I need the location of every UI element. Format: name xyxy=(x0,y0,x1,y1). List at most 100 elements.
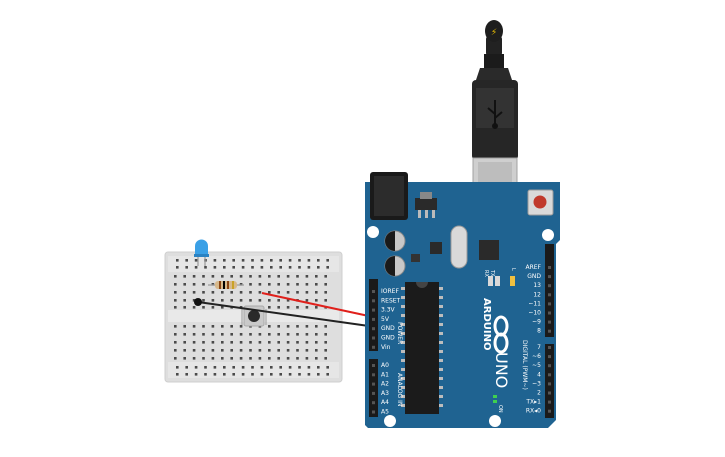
breadboard-hole[interactable] xyxy=(174,349,177,352)
breadboard-hole[interactable] xyxy=(258,275,262,278)
breadboard-hole[interactable] xyxy=(223,366,226,369)
breadboard-hole[interactable] xyxy=(176,259,179,262)
breadboard-hole[interactable] xyxy=(202,325,205,328)
breadboard-hole[interactable] xyxy=(239,357,243,360)
breadboard-hole[interactable] xyxy=(223,259,226,262)
breadboard-hole[interactable] xyxy=(221,325,224,328)
breadboard-hole[interactable] xyxy=(221,357,224,360)
breadboard-hole[interactable] xyxy=(202,333,205,336)
breadboard-hole[interactable] xyxy=(185,259,188,262)
breadboard-hole[interactable] xyxy=(183,306,186,309)
breadboard-hole[interactable] xyxy=(202,349,205,352)
header-socket[interactable] xyxy=(548,275,551,279)
header-socket[interactable] xyxy=(548,293,551,297)
power-header[interactable] xyxy=(369,279,378,351)
breadboard-hole[interactable] xyxy=(270,259,273,262)
breadboard-hole[interactable] xyxy=(307,259,311,262)
breadboard-hole[interactable] xyxy=(221,341,224,344)
led[interactable] xyxy=(194,239,209,266)
breadboard-hole[interactable] xyxy=(326,259,329,262)
breadboard-hole[interactable] xyxy=(305,357,309,360)
breadboard-hole[interactable] xyxy=(211,291,215,294)
breadboard-hole[interactable] xyxy=(192,283,196,286)
breadboard-hole[interactable] xyxy=(251,259,254,262)
breadboard-hole[interactable] xyxy=(232,373,235,376)
breadboard-hole[interactable] xyxy=(288,266,292,269)
breadboard-hole[interactable] xyxy=(268,291,271,294)
breadboard-hole[interactable] xyxy=(174,283,177,286)
breadboard-hole[interactable] xyxy=(260,259,264,262)
breadboard-hole[interactable] xyxy=(192,349,196,352)
header-socket[interactable] xyxy=(372,299,375,303)
breadboard-hole[interactable] xyxy=(176,373,179,376)
header-socket[interactable] xyxy=(548,409,551,413)
breadboard-hole[interactable] xyxy=(239,333,243,336)
header-socket[interactable] xyxy=(548,364,551,368)
breadboard-hole[interactable] xyxy=(315,325,318,328)
breadboard-hole[interactable] xyxy=(317,373,320,376)
breadboard-hole[interactable] xyxy=(202,283,205,286)
breadboard-hole[interactable] xyxy=(268,306,271,309)
breadboard-hole[interactable] xyxy=(230,349,233,352)
breadboard-hole[interactable] xyxy=(260,373,264,376)
breadboard-hole[interactable] xyxy=(249,333,252,336)
breadboard-hole[interactable] xyxy=(286,291,290,294)
breadboard-hole[interactable] xyxy=(239,283,243,286)
breadboard-hole[interactable] xyxy=(305,283,309,286)
breadboard-hole[interactable] xyxy=(232,266,235,269)
breadboard-hole[interactable] xyxy=(305,306,309,309)
breadboard-hole[interactable] xyxy=(296,275,299,278)
breadboard-hole[interactable] xyxy=(239,341,243,344)
breadboard-hole[interactable] xyxy=(324,349,327,352)
breadboard-hole[interactable] xyxy=(286,333,290,336)
breadboard-hole[interactable] xyxy=(221,349,224,352)
breadboard-hole[interactable] xyxy=(213,373,217,376)
breadboard-hole[interactable] xyxy=(277,357,280,360)
wire-end-black[interactable] xyxy=(194,298,202,306)
breadboard-hole[interactable] xyxy=(213,259,217,262)
breadboard-hole[interactable] xyxy=(260,266,264,269)
breadboard-hole[interactable] xyxy=(307,366,311,369)
breadboard-hole[interactable] xyxy=(211,333,215,336)
breadboard-hole[interactable] xyxy=(251,266,254,269)
usb-cable-end[interactable] xyxy=(485,20,503,42)
breadboard-hole[interactable] xyxy=(315,283,318,286)
arduino-uno-board[interactable]: TX RX L ON ARDUINO UNO IOREFRESET3.3V5VG… xyxy=(365,172,560,428)
breadboard-hole[interactable] xyxy=(286,341,290,344)
breadboard-hole[interactable] xyxy=(221,299,224,302)
breadboard-hole[interactable] xyxy=(324,299,327,302)
breadboard-hole[interactable] xyxy=(286,275,290,278)
breadboard-hole[interactable] xyxy=(185,373,188,376)
breadboard-hole[interactable] xyxy=(277,299,280,302)
header-socket[interactable] xyxy=(548,311,551,315)
breadboard-hole[interactable] xyxy=(279,366,282,369)
breadboard-hole[interactable] xyxy=(192,341,196,344)
breadboard-hole[interactable] xyxy=(211,341,215,344)
breadboard-hole[interactable] xyxy=(258,299,262,302)
breadboard-hole[interactable] xyxy=(202,275,205,278)
breadboard-hole[interactable] xyxy=(277,333,280,336)
breadboard-hole[interactable] xyxy=(221,291,224,294)
header-socket[interactable] xyxy=(548,302,551,306)
breadboard-hole[interactable] xyxy=(286,283,290,286)
breadboard-hole[interactable] xyxy=(239,299,243,302)
header-socket[interactable] xyxy=(372,327,375,331)
breadboard-hole[interactable] xyxy=(204,373,207,376)
header-socket[interactable] xyxy=(548,373,551,377)
breadboard-hole[interactable] xyxy=(241,366,245,369)
breadboard-hole[interactable] xyxy=(258,291,262,294)
wire-red-5v[interactable] xyxy=(261,292,379,319)
breadboard-hole[interactable] xyxy=(174,306,177,309)
breadboard-hole[interactable] xyxy=(296,325,299,328)
breadboard-hole[interactable] xyxy=(230,333,233,336)
breadboard-hole[interactable] xyxy=(298,373,301,376)
breadboard-hole[interactable] xyxy=(270,366,273,369)
breadboard-hole[interactable] xyxy=(258,341,262,344)
breadboard-hole[interactable] xyxy=(324,333,327,336)
breadboard-hole[interactable] xyxy=(174,275,177,278)
breadboard-hole[interactable] xyxy=(315,333,318,336)
breadboard-hole[interactable] xyxy=(324,283,327,286)
breadboard-hole[interactable] xyxy=(317,366,320,369)
breadboard-hole[interactable] xyxy=(230,357,233,360)
